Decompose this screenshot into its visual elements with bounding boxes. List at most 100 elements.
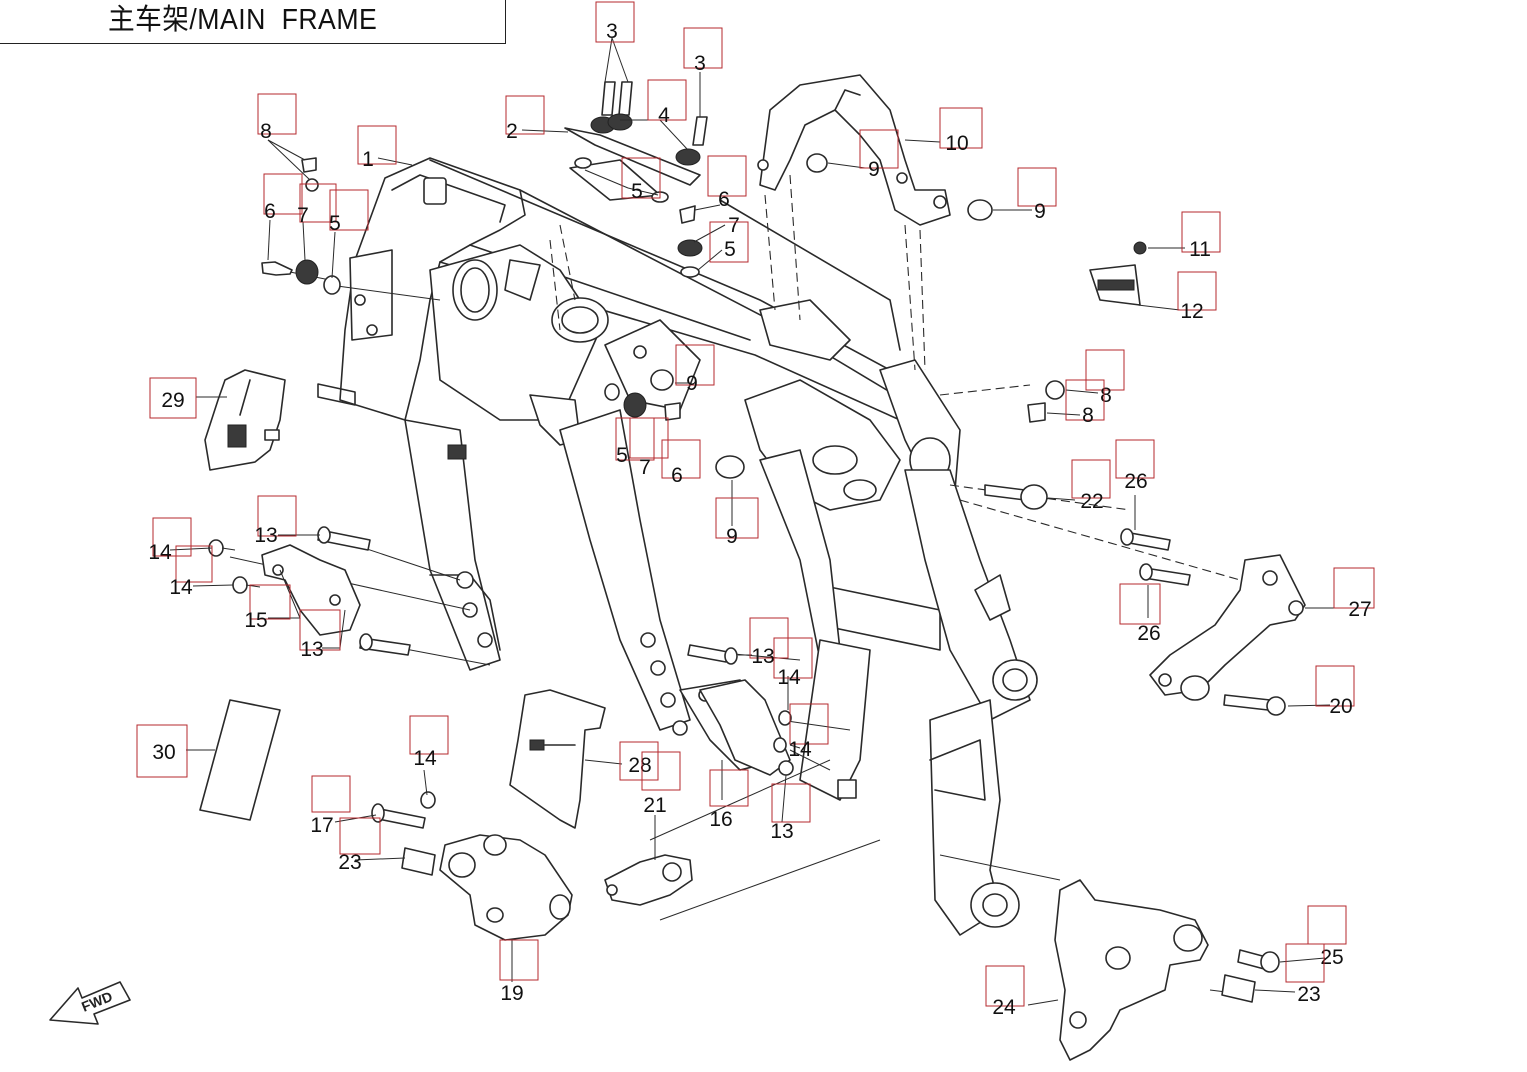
svg-text:20: 20 <box>1329 695 1352 718</box>
svg-text:13: 13 <box>254 524 277 547</box>
rear-bracket-27 <box>1149 554 1306 716</box>
svg-text:22: 22 <box>1080 490 1103 513</box>
callout[interactable]: 5 <box>329 189 369 235</box>
callout[interactable]: 28 <box>619 741 659 781</box>
callout[interactable]: 2 <box>505 95 545 143</box>
title-box: 主车架/MAIN FRAME <box>0 0 506 44</box>
callout[interactable]: 22 <box>1071 459 1111 513</box>
bracket-21 <box>604 854 693 906</box>
svg-text:23: 23 <box>338 851 361 874</box>
callout[interactable]: 27 <box>1333 567 1375 621</box>
callout[interactable]: 26 <box>1119 583 1161 645</box>
callout[interactable]: 5 <box>709 221 749 263</box>
callout[interactable]: 8 <box>1065 379 1105 427</box>
callout[interactable]: 8 <box>257 93 297 143</box>
callout[interactable]: 10 <box>939 107 983 155</box>
callout[interactable]: 7 <box>728 214 740 237</box>
callout[interactable]: 20 <box>1315 665 1355 718</box>
svg-text:29: 29 <box>161 389 184 412</box>
callout[interactable]: 16 <box>709 769 749 831</box>
svg-text:5: 5 <box>631 180 643 203</box>
callout[interactable]: 21 <box>641 751 681 817</box>
callout[interactable]: 29 <box>149 377 197 419</box>
callout[interactable]: 11 <box>1181 211 1221 261</box>
svg-text:28: 28 <box>628 754 651 777</box>
svg-text:8: 8 <box>1082 404 1094 427</box>
svg-text:14: 14 <box>777 666 801 689</box>
svg-text:9: 9 <box>1034 200 1046 223</box>
callout[interactable]: 4 <box>647 79 687 127</box>
callout[interactable]: 7 <box>297 183 337 227</box>
callout[interactable]: 15 <box>244 584 291 632</box>
cover-29 <box>204 369 286 471</box>
callout[interactable]: 24 <box>985 965 1025 1019</box>
svg-text:5: 5 <box>724 238 736 261</box>
svg-text:16: 16 <box>709 808 732 831</box>
callout[interactable]: 23 <box>1285 943 1325 1006</box>
callout[interactable]: 14 <box>169 545 213 599</box>
label-plate-30 <box>199 699 281 821</box>
svg-text:8: 8 <box>1100 384 1112 407</box>
callout[interactable]: 14 <box>773 637 813 689</box>
svg-text:6: 6 <box>671 464 683 487</box>
svg-text:10: 10 <box>945 132 968 155</box>
svg-text:14: 14 <box>169 576 193 599</box>
callout[interactable]: 9 <box>1017 167 1057 223</box>
svg-text:30: 30 <box>152 741 175 764</box>
svg-text:15: 15 <box>244 609 267 632</box>
svg-text:17: 17 <box>310 814 333 837</box>
svg-text:13: 13 <box>770 820 793 843</box>
svg-text:7: 7 <box>728 214 740 237</box>
callout[interactable]: 25 <box>1307 905 1347 969</box>
callout[interactable]: 3 <box>595 1 635 43</box>
svg-text:7: 7 <box>297 204 309 227</box>
callout[interactable]: 9 <box>715 497 759 548</box>
callout[interactable]: 14 <box>409 715 449 770</box>
callout[interactable]: 30 <box>136 724 188 778</box>
svg-text:9: 9 <box>686 372 698 395</box>
callout[interactable]: 13 <box>299 609 341 661</box>
callouts: 3 3 4 2 8 1 6 7 5 5 6 7 5 10 9 9 11 12 2… <box>136 1 1375 1019</box>
svg-text:14: 14 <box>788 738 812 761</box>
callout[interactable]: 9 <box>859 129 899 181</box>
svg-text:1: 1 <box>362 148 374 171</box>
fasteners-left <box>261 157 341 295</box>
svg-text:6: 6 <box>264 200 276 223</box>
svg-text:23: 23 <box>1297 983 1320 1006</box>
svg-text:13: 13 <box>751 645 774 668</box>
rear-bracket-10 <box>757 74 951 226</box>
svg-text:14: 14 <box>148 541 172 564</box>
callout[interactable]: 23 <box>338 817 381 874</box>
callout[interactable]: 13 <box>749 617 789 668</box>
engine-mount-19 <box>371 791 573 941</box>
callout[interactable]: 26 <box>1115 439 1155 493</box>
callout[interactable]: 13 <box>254 495 297 547</box>
callout[interactable]: 6 <box>707 155 747 211</box>
svg-text:6: 6 <box>718 188 730 211</box>
svg-text:3: 3 <box>694 52 706 75</box>
svg-text:26: 26 <box>1137 622 1160 645</box>
callout[interactable]: 3 <box>683 27 723 75</box>
svg-text:8: 8 <box>260 120 272 143</box>
svg-text:19: 19 <box>500 982 523 1005</box>
callout[interactable]: 6 <box>661 439 701 487</box>
svg-text:27: 27 <box>1348 598 1371 621</box>
callout[interactable]: 8 <box>1085 349 1125 407</box>
callout[interactable]: 14 <box>148 517 192 564</box>
svg-text:26: 26 <box>1124 470 1147 493</box>
callout[interactable]: 7 <box>629 417 669 479</box>
callout[interactable]: 1 <box>357 125 397 171</box>
svg-text:4: 4 <box>658 104 670 127</box>
callout[interactable]: 14 <box>788 703 829 761</box>
callout[interactable]: 17 <box>310 775 351 837</box>
callout[interactable]: 6 <box>263 173 303 223</box>
svg-text:11: 11 <box>1189 238 1211 261</box>
callout[interactable]: 9 <box>675 344 715 395</box>
callout[interactable]: 5 <box>621 157 661 203</box>
svg-text:9: 9 <box>868 158 880 181</box>
callout[interactable]: 13 <box>770 783 811 843</box>
callout[interactable]: 12 <box>1177 271 1217 323</box>
callout[interactable]: 19 <box>499 939 539 1005</box>
svg-text:7: 7 <box>639 456 651 479</box>
